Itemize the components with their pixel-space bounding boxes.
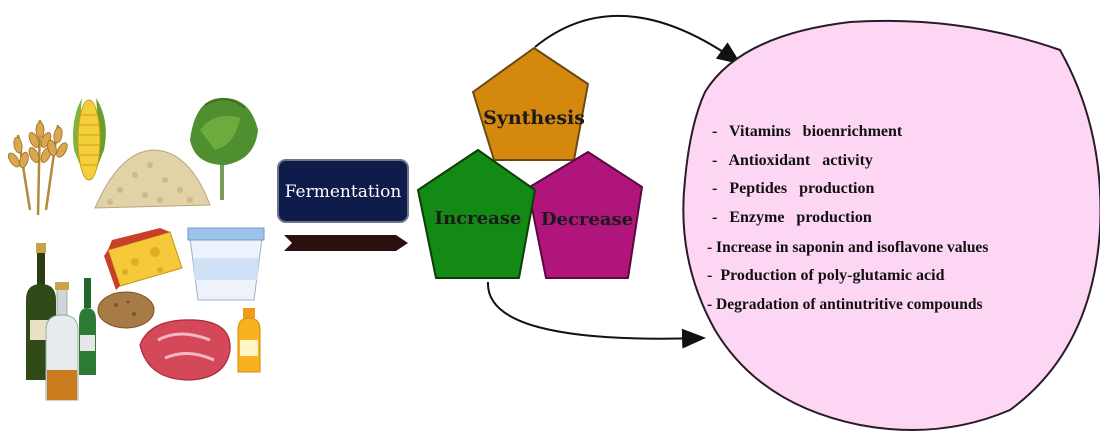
yogurt-cup-icon: [187, 227, 265, 301]
fermentation-arrow: [284, 235, 408, 251]
juice-bottle-icon: [237, 308, 261, 373]
grain-pile-icon: [94, 149, 211, 209]
increase-node: Increase: [417, 149, 536, 279]
list-item: - Vitamins bioenrichment: [712, 123, 903, 140]
spirit-bottle-icon: [45, 282, 79, 401]
list-item: - Increase in saponin and isoflavone val…: [707, 239, 988, 256]
beer-bottle-icon: [79, 278, 96, 375]
list-item: - Antioxidant activity: [712, 152, 873, 169]
outcomes-panel: - Vitamins bioenrichment - Antioxidant a…: [682, 19, 1100, 431]
synthesis-to-outcomes-arrow: [534, 14, 742, 65]
fermentation-label: Fermentation: [285, 182, 402, 202]
fermentation-box: [277, 159, 409, 223]
increase-to-outcomes-arrow: [486, 281, 706, 349]
potato-icon: [97, 291, 155, 329]
synthesis-node: Synthesis: [472, 47, 589, 161]
lettuce-icon: [190, 97, 258, 200]
cheese-icon: [104, 228, 183, 290]
list-item: - Degradation of antinutritive compounds: [707, 296, 983, 313]
synthesis-label: Synthesis: [483, 107, 585, 129]
decrease-label: Decrease: [541, 209, 633, 230]
outcomes-list: - Vitamins bioenrichment - Antioxidant a…: [707, 123, 988, 313]
list-item: - Enzyme production: [712, 209, 872, 226]
outcomes-blob: [682, 19, 1100, 431]
increase-label: Increase: [435, 208, 522, 229]
fermentation-step: Fermentation: [277, 159, 409, 251]
wheat-icon: [7, 119, 68, 216]
list-item: - Peptides production: [712, 180, 874, 197]
food-sources: [7, 97, 265, 401]
corn-icon: [73, 98, 106, 181]
list-item: - Production of poly-glutamic acid: [707, 267, 945, 284]
meat-steak-icon: [139, 319, 231, 381]
decrease-node: Decrease: [527, 151, 643, 279]
